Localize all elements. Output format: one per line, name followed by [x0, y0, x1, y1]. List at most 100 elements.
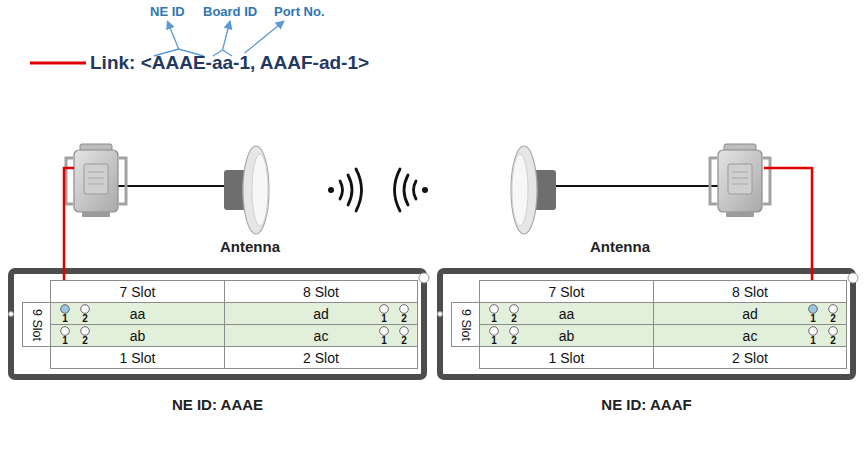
legend-text: Link: <AAAE-aa-1, AAAF-ad-1>	[90, 52, 369, 74]
slot-name: 2 Slot	[225, 347, 417, 368]
slot-cell: 1 Slot	[50, 346, 225, 369]
port-circle	[400, 327, 409, 336]
port-number: 1	[378, 313, 390, 324]
chassis-frame	[438, 271, 859, 377]
port-number: 1	[59, 335, 71, 346]
slot-cell: 1 Slot	[479, 346, 654, 369]
slot-name: 7 Slot	[51, 281, 224, 302]
slot-cell: 7 Slot	[50, 280, 225, 303]
port-circle	[510, 305, 519, 314]
slot-cell: 9 Slot	[22, 302, 51, 347]
ne-id-caption: NE ID: AAAF	[601, 396, 691, 413]
slot-name: 1 Slot	[480, 347, 653, 368]
port-number: 1	[59, 313, 71, 324]
port-circle	[400, 305, 409, 314]
port-number: 2	[508, 335, 520, 346]
board-id: ab	[51, 325, 224, 346]
board-card: ac12	[224, 324, 418, 347]
slot-name: 8 Slot	[654, 281, 846, 302]
slot-name: 7 Slot	[480, 281, 653, 302]
port-number: 2	[827, 335, 839, 346]
odu-unit	[710, 144, 770, 217]
port-circle	[829, 327, 838, 336]
port-number: 1	[807, 313, 819, 324]
board-id: ad	[654, 303, 846, 324]
slot-name: 2 Slot	[654, 347, 846, 368]
chassis-frame	[9, 271, 430, 377]
board-id: ad	[225, 303, 417, 324]
chassis-outline	[11, 271, 424, 377]
slot-name: 1 Slot	[51, 347, 224, 368]
port-circle	[490, 327, 499, 336]
screw-hole	[848, 273, 858, 283]
board-id: ab	[480, 325, 653, 346]
board-card: aa12	[50, 302, 225, 325]
screw-hole	[419, 273, 429, 283]
board-card: ad12	[653, 302, 847, 325]
port-number: 2	[508, 313, 520, 324]
board-id: aa	[480, 303, 653, 324]
board-card: ab12	[479, 324, 654, 347]
board-card: aa12	[479, 302, 654, 325]
antenna-label: Antenna	[220, 238, 280, 255]
feeder-cable	[118, 185, 224, 187]
chassis-frames	[9, 271, 859, 377]
radio-wave-symbol	[395, 169, 429, 211]
antenna-label: Antenna	[590, 238, 650, 255]
odu-unit	[66, 144, 126, 217]
port-circle	[490, 305, 499, 314]
port-circle	[380, 305, 389, 314]
port-number: 1	[378, 335, 390, 346]
ne-chassis: 7 Slot8 Slot9 Slotaa12ad12ab12ac121 Slot…	[443, 274, 850, 374]
leader-line	[222, 21, 230, 50]
port-circle	[809, 305, 818, 314]
port-number: 2	[398, 313, 410, 324]
slot-name: 8 Slot	[225, 281, 417, 302]
annotation-label: NE ID	[150, 4, 185, 19]
board-id: ac	[654, 325, 846, 346]
slot-cell: 8 Slot	[224, 280, 418, 303]
feeder-cables	[118, 186, 718, 187]
slot-cell: 2 Slot	[224, 346, 418, 369]
antenna-dish	[224, 146, 269, 234]
port-circle	[81, 327, 90, 336]
feeder-cable	[556, 185, 718, 187]
port-number: 2	[827, 313, 839, 324]
slot-name: 9 Slot	[459, 309, 473, 341]
chassis-outline	[440, 271, 853, 377]
slot-cell: 9 Slot	[451, 302, 480, 347]
board-id: ac	[225, 325, 417, 346]
slot-cell: 2 Slot	[653, 346, 847, 369]
leader-line	[245, 21, 284, 53]
port-number: 1	[488, 335, 500, 346]
port-circle	[81, 305, 90, 314]
ne-id-caption: NE ID: AAAE	[172, 396, 263, 413]
port-number: 2	[79, 335, 91, 346]
slot-cell: 7 Slot	[479, 280, 654, 303]
board-id: aa	[51, 303, 224, 324]
board-card: ad12	[224, 302, 418, 325]
legend-row: Link: <AAAE-aa-1, AAAF-ad-1>	[30, 52, 369, 74]
port-circle	[61, 327, 70, 336]
link-line	[30, 62, 86, 65]
slot-name: 9 Slot	[30, 309, 44, 341]
screw-hole	[9, 312, 14, 317]
port-circle	[380, 327, 389, 336]
port-circle	[809, 327, 818, 336]
annotation-leaders	[154, 21, 284, 56]
slot-cell: 8 Slot	[653, 280, 847, 303]
leader-line	[167, 21, 178, 49]
port-circle	[61, 305, 70, 314]
screw-hole	[438, 312, 443, 317]
link-line-sample	[30, 60, 86, 66]
port-circle	[510, 327, 519, 336]
annotation-label: Board ID	[203, 4, 257, 19]
port-circle	[829, 305, 838, 314]
port-number: 2	[79, 313, 91, 324]
port-number: 1	[807, 335, 819, 346]
board-card: ac12	[653, 324, 847, 347]
board-card: ab12	[50, 324, 225, 347]
port-number: 2	[398, 335, 410, 346]
radio-wave-symbol	[328, 169, 362, 211]
ne-chassis: 7 Slot8 Slot9 Slotaa12ad12ab12ac121 Slot…	[14, 274, 421, 374]
